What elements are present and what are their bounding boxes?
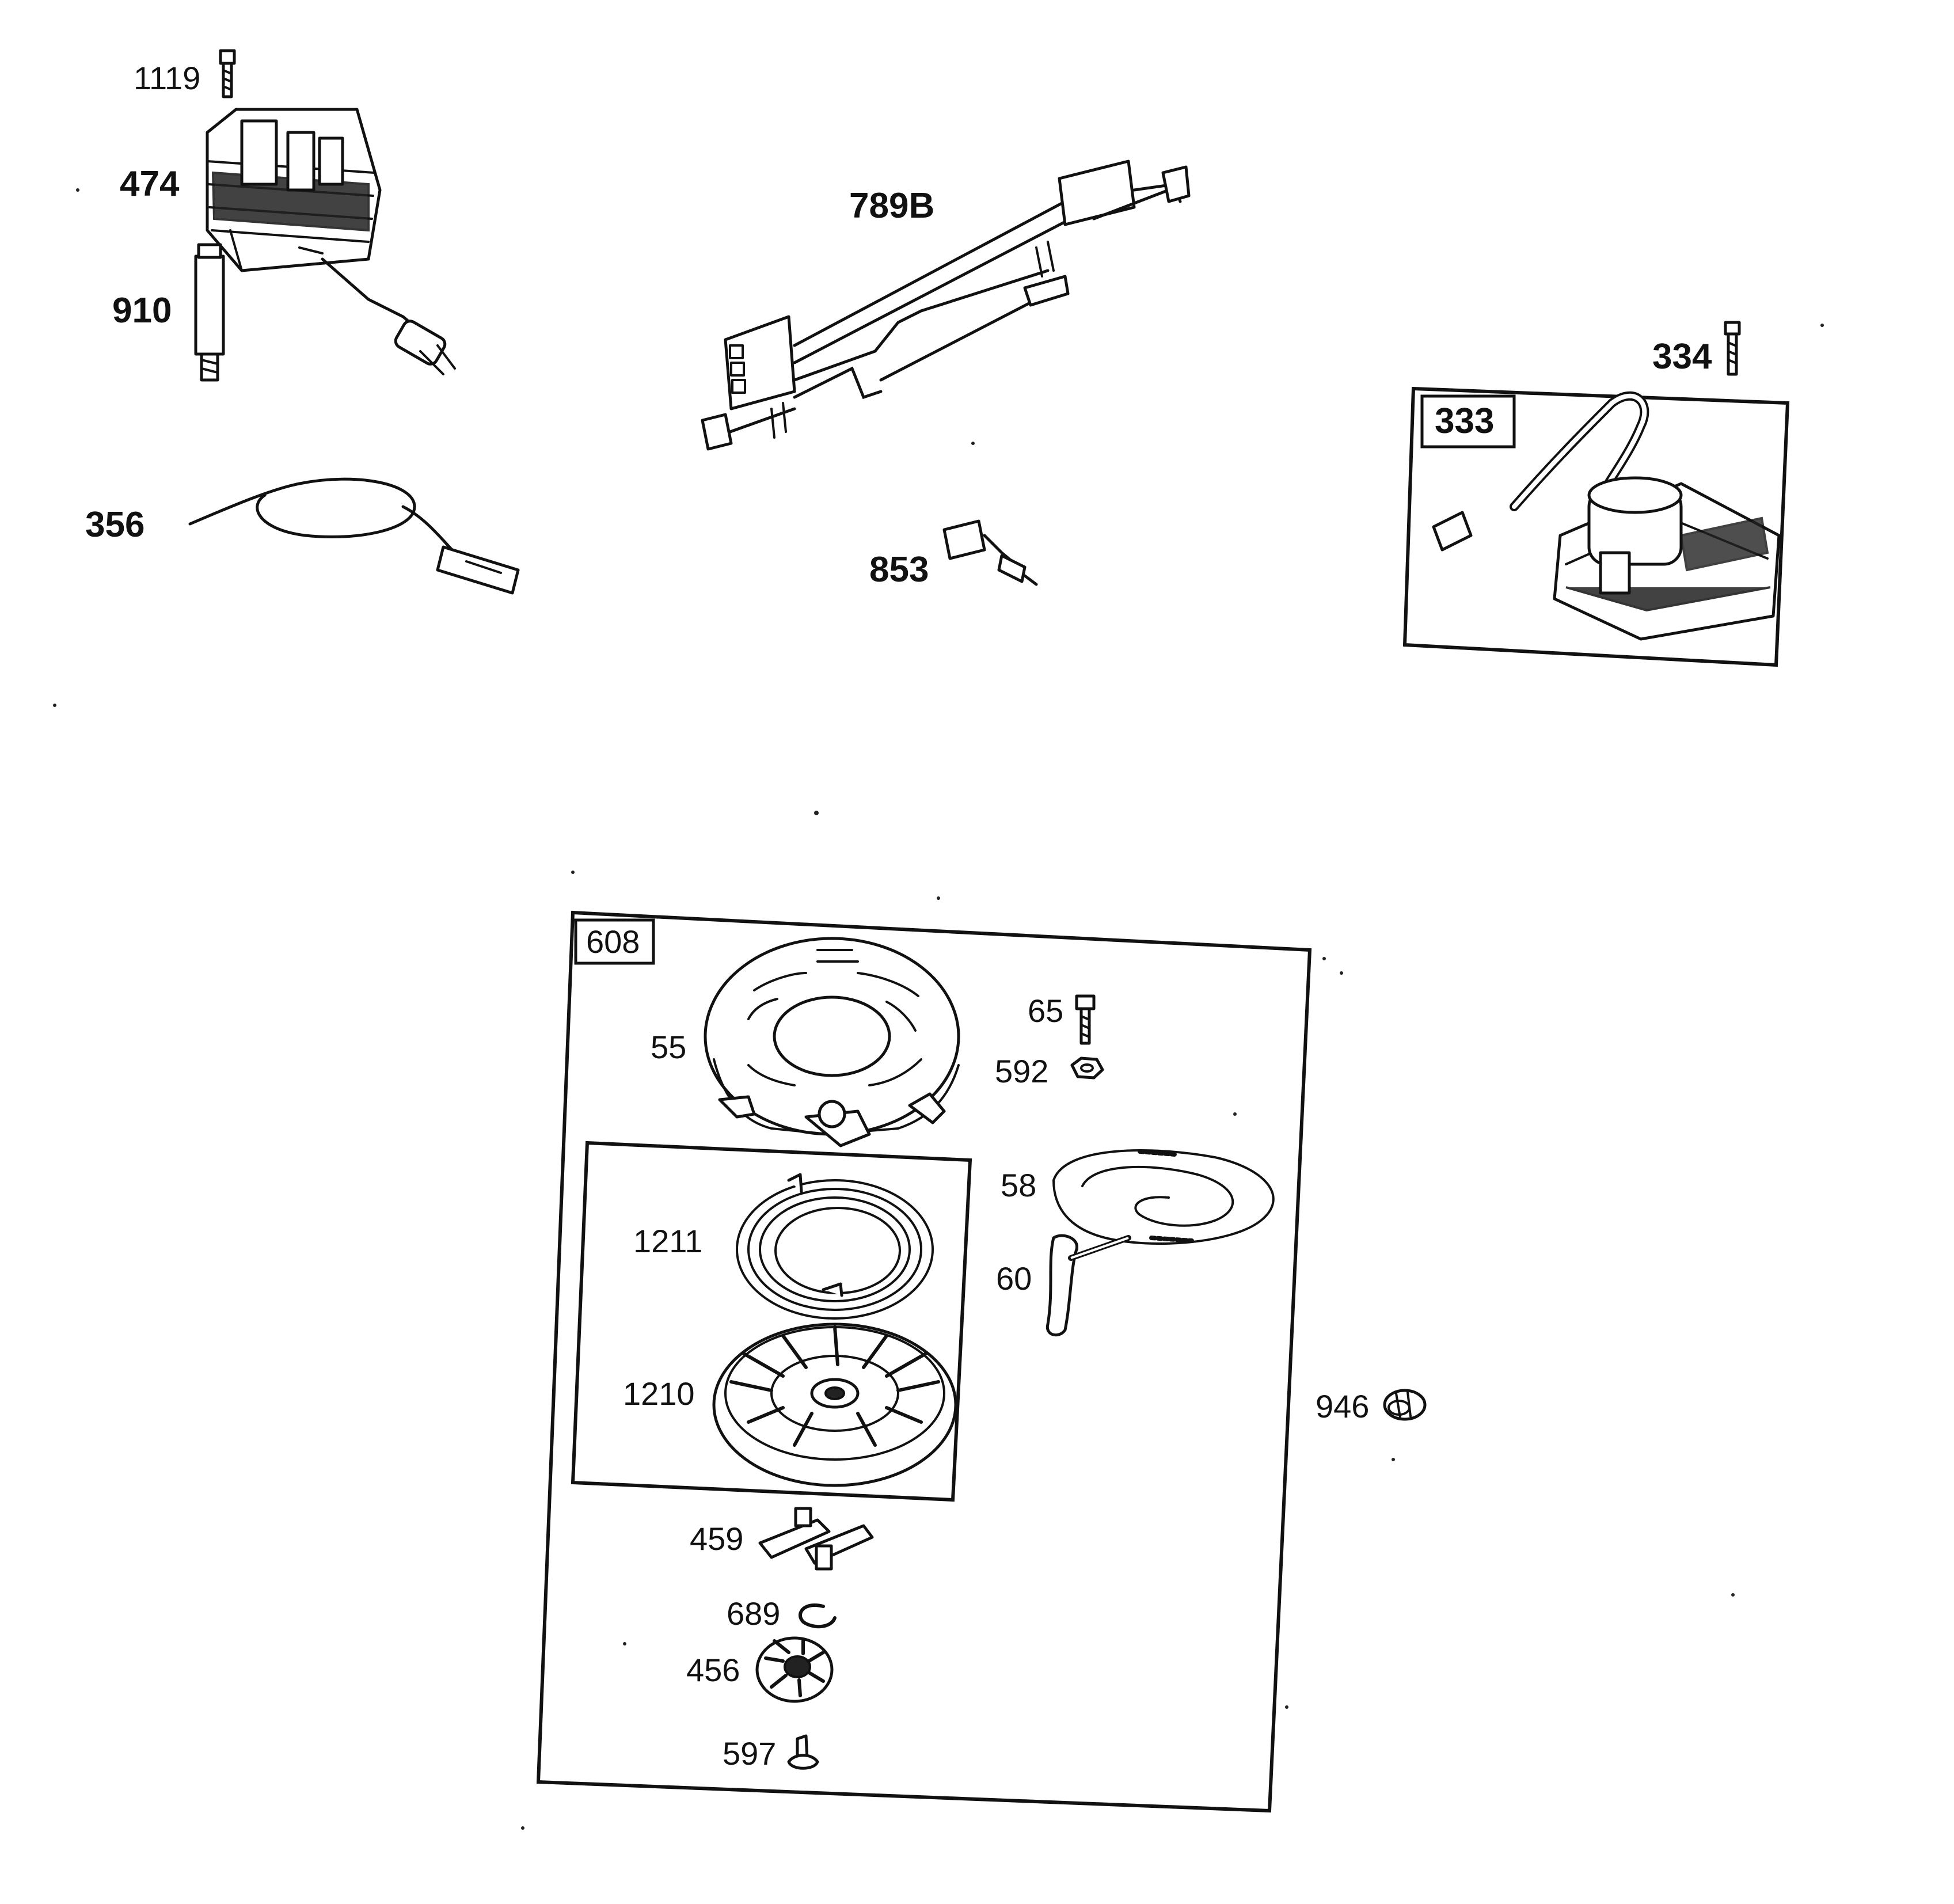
blower-housing-55-drawing [704,937,960,1147]
wiring-harness-789B-drawing [701,159,1191,451]
screw-1119-drawing [219,49,236,98]
label-456: 456 [686,1652,740,1688]
rope-handle-60-drawing [1046,1234,1131,1337]
label-853: 853 [869,550,929,590]
label-55: 55 [651,1029,686,1065]
label-608: 608 [586,924,640,960]
starter-rope-58-drawing [1052,1149,1275,1245]
label-58: 58 [1001,1167,1036,1203]
label-459: 459 [690,1521,743,1557]
label-597: 597 [723,1735,776,1772]
label-1210: 1210 [623,1375,695,1412]
pawls-459-drawing [758,1507,874,1571]
retainer-ring-689-drawing [799,1603,837,1629]
nut-592-drawing [1070,1056,1104,1080]
label-60: 60 [996,1260,1032,1297]
label-910: 910 [112,291,172,330]
ground-wire-356-drawing [188,477,520,595]
label-592: 592 [995,1053,1048,1089]
label-333: 333 [1435,401,1494,441]
label-789B: 789B [849,186,934,226]
pulley-1210-drawing [712,1322,957,1487]
bushing-946-drawing [1383,1389,1427,1421]
screw-334-drawing [1724,321,1741,376]
label-474: 474 [120,164,180,204]
connector-853-drawing [942,519,1038,586]
kit-box-333 [1402,386,1790,667]
armature-474-drawing [206,108,456,375]
kit-box-608 [536,910,1312,1813]
screw-597-drawing [787,1734,819,1770]
spacer-910-drawing [194,243,225,382]
rewind-spring-1211-drawing [736,1173,934,1320]
label-689: 689 [727,1595,780,1632]
label-334: 334 [1652,337,1712,377]
label-946: 946 [1316,1388,1369,1424]
screw-65-drawing [1075,994,1096,1045]
label-65: 65 [1028,993,1063,1029]
label-356: 356 [85,505,145,545]
scan-specks [53,188,1824,1830]
ratchet-456-drawing [755,1636,834,1703]
label-1211: 1211 [633,1223,702,1259]
label-1119: 1119 [134,60,200,96]
